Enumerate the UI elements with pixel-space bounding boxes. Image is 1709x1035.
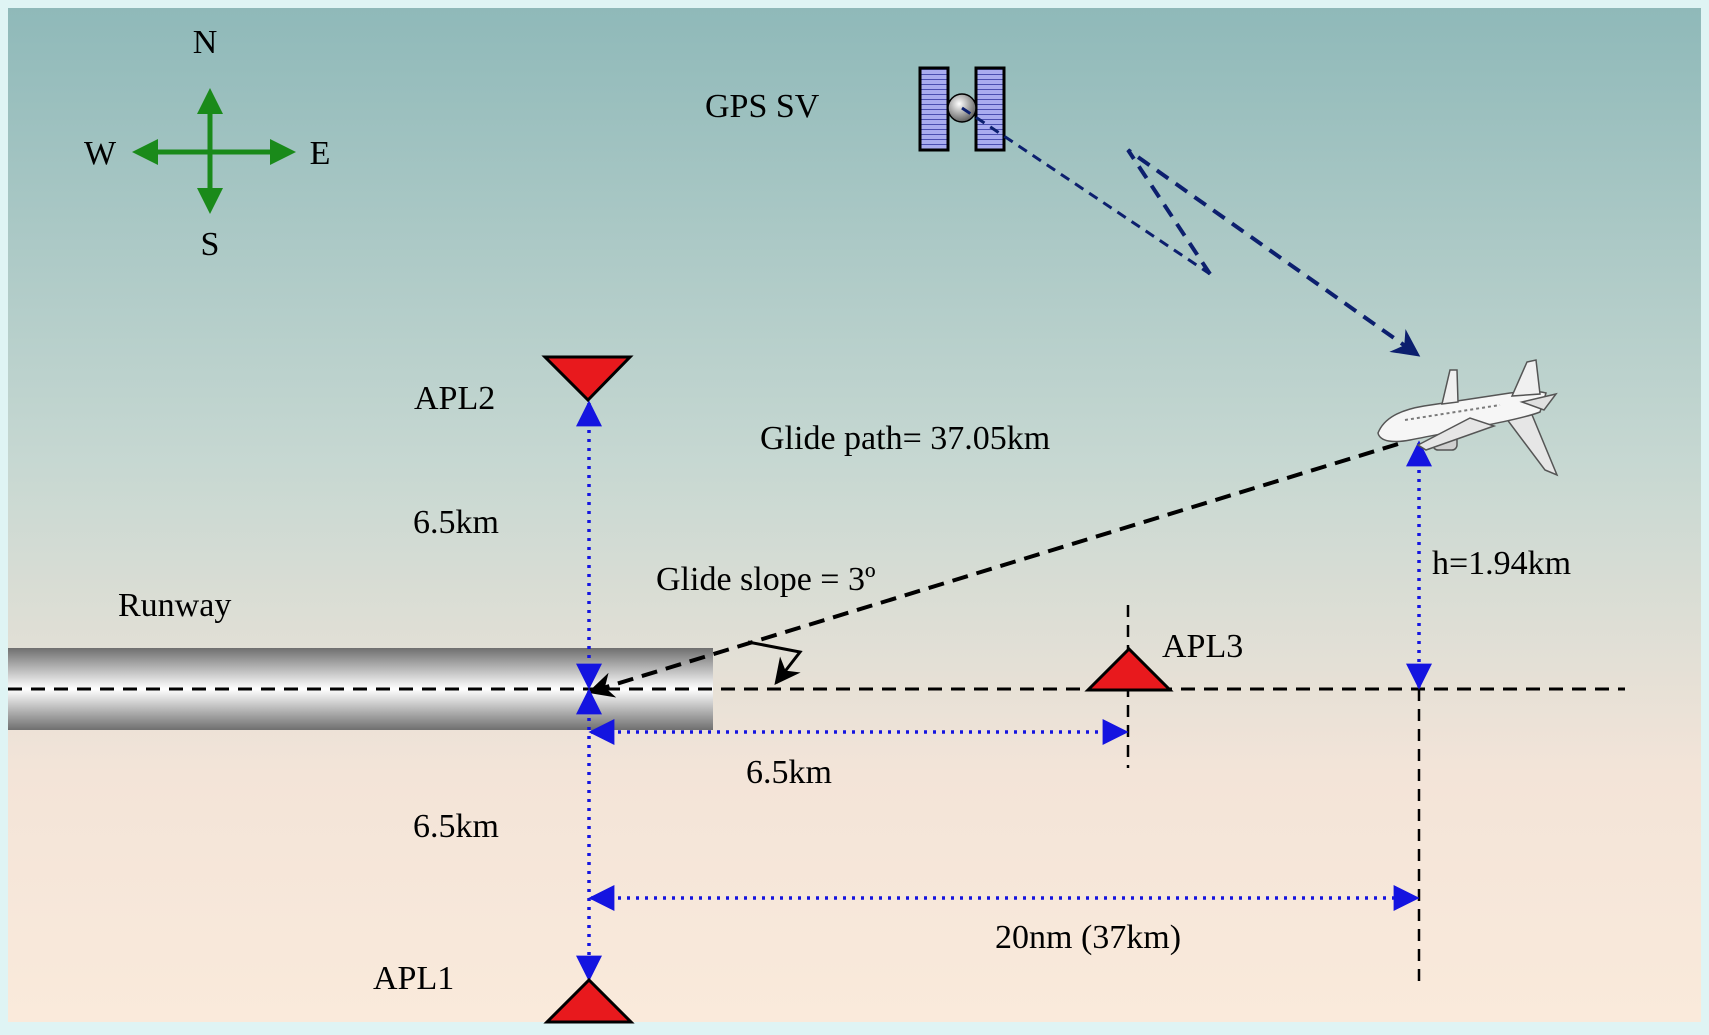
compass-east-label: E xyxy=(310,135,331,172)
apl2-label: APL2 xyxy=(414,380,495,417)
aircraft-height-label: h=1.94km xyxy=(1432,545,1571,582)
runway-label: Runway xyxy=(118,587,231,624)
apl3-label: APL3 xyxy=(1162,628,1243,665)
satellite-label: GPS SV xyxy=(705,88,820,125)
apl1-label: APL1 xyxy=(373,960,454,997)
glide-slope-angle-arrow xyxy=(747,640,803,686)
apl2-station-icon xyxy=(541,355,634,403)
apl3-station-icon xyxy=(1084,646,1174,692)
compass-arrows-icon xyxy=(132,88,296,214)
background xyxy=(8,8,1709,1026)
compass-south-label: S xyxy=(201,226,220,263)
gps-signal xyxy=(961,106,1421,357)
apl1-station-icon xyxy=(543,977,635,1024)
total-distance-label: 20nm (37km) xyxy=(995,919,1181,956)
glide-path-label: Glide path= 37.05km xyxy=(760,420,1050,457)
compass-north-label: N xyxy=(193,24,218,61)
satellite-icon xyxy=(918,66,1006,152)
glide-slope-label: Glide slope = 3º xyxy=(656,561,876,598)
glide-path-line xyxy=(587,442,1399,698)
apl2-distance-label: 6.5km xyxy=(413,504,499,541)
airplane-icon xyxy=(1377,359,1559,477)
apl1-distance-label: 6.5km xyxy=(413,808,499,845)
compass-west-label: W xyxy=(84,135,117,172)
apl3-distance-label: 6.5km xyxy=(746,754,832,791)
compass-rose: N S W E xyxy=(84,24,330,263)
measurements xyxy=(576,400,1432,982)
